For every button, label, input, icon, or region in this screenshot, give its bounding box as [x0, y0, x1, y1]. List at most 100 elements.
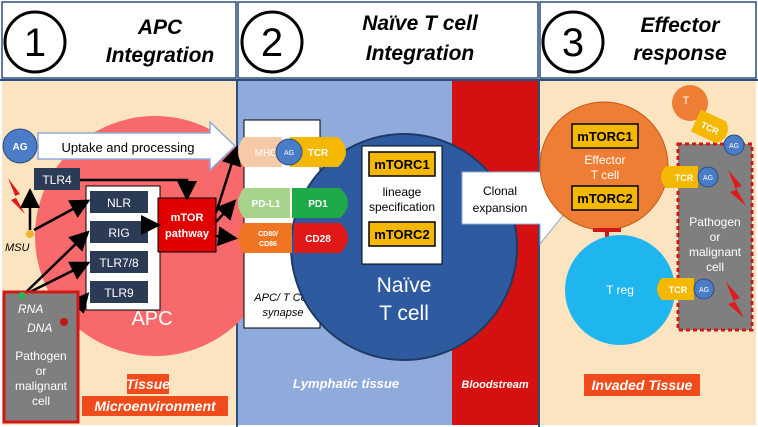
antigen-top-right-label: AG: [729, 143, 739, 150]
antigen-synapse-label: AG: [284, 150, 294, 157]
mtor-label-line2: pathway: [165, 228, 210, 240]
mhc-label: MHC: [255, 148, 278, 159]
tcr-bottom-right: [657, 278, 694, 300]
signal-arrows-panel1: [20, 145, 241, 323]
pathogen-right-line3: malignant: [689, 245, 742, 259]
panel-3-title-line2: response: [633, 42, 727, 65]
panel-2-number: 2: [240, 10, 304, 74]
apc-label: APC: [131, 308, 172, 330]
panel-3-number-text: 3: [562, 21, 584, 65]
lymphatic-label: Lymphatic tissue: [293, 376, 399, 391]
tcr-label: TCR: [308, 148, 329, 159]
rna-dot: [18, 292, 26, 300]
pd1-label: PD1: [308, 199, 328, 210]
effector-mtorc2-box: [571, 185, 639, 211]
invaded-label: Invaded Tissue: [592, 377, 693, 393]
clonal-label-line2: expansion: [473, 201, 528, 215]
antigen-middle-label: AG: [703, 175, 713, 182]
effector-label-line1: Effector: [584, 153, 625, 167]
panel-2-title-line2: Integration: [366, 42, 475, 65]
tissue-label-line2: Microenvironment: [94, 398, 217, 414]
panel-1-title-line1: APC: [137, 16, 183, 39]
lineage-line2: specification: [369, 200, 435, 214]
uptake-label: Uptake and processing: [62, 140, 195, 155]
panel-2-title-line1: Naïve T cell: [362, 12, 479, 35]
pathogen-left-line2: or: [36, 364, 47, 378]
effector-mtorc2-label: mTORC2: [577, 191, 632, 206]
pathogen-right-line1: Pathogen: [689, 215, 740, 229]
cd28-receptor: [294, 223, 348, 253]
antigen-top-right: [723, 134, 745, 156]
receptor-rig: [90, 221, 148, 243]
cd80-receptor: [238, 223, 292, 253]
tcr-bottom-label: TCR: [669, 285, 688, 295]
naive-label-line1: Naïve: [377, 274, 432, 297]
tissue-label-line1: Tissue: [126, 376, 170, 392]
dna-dot: [60, 318, 68, 326]
antigen-circle: [2, 128, 38, 164]
antigen-circle-synapse: [275, 138, 303, 166]
receptor-rig-label: RIG: [108, 226, 129, 240]
lineage-line1: lineage: [383, 185, 422, 199]
clonal-label-line1: Clonal: [483, 184, 517, 198]
pathogen-left-line1: Pathogen: [15, 349, 66, 363]
panel-3-number: 3: [541, 10, 605, 74]
effector-mtorc1-box: [571, 123, 639, 149]
tcr-top-right: TCR: [690, 109, 728, 144]
treg-label: T reg: [606, 283, 634, 297]
lightning-icon-right-1: [728, 170, 746, 206]
pathogen-left-line3: malignant: [15, 379, 68, 393]
pathogen-right-line4: cell: [706, 260, 724, 274]
antigen-bottom-label: AG: [699, 287, 709, 294]
cd80-label-line1: CD80/: [258, 231, 278, 238]
antigen-label: AG: [13, 142, 28, 153]
receptor-tlr9-label: TLR9: [104, 286, 134, 300]
tcr-middle-right: [661, 166, 698, 188]
tissue-label-bg2: [82, 396, 228, 416]
receptor-nlr-label: NLR: [107, 196, 131, 210]
tlr4-box: [34, 168, 80, 190]
tissue-label-bg1: [127, 374, 169, 394]
dna-label: DNA: [27, 321, 52, 335]
pathogen-right-line2: or: [710, 230, 721, 244]
cd80-label-line2: CD86: [259, 241, 277, 248]
antigen-bottom-right: [693, 278, 715, 300]
bloodstream-label: Bloodstream: [461, 379, 528, 391]
panel-1-number-text: 1: [24, 21, 46, 65]
panel-1-title-line2: Integration: [106, 44, 215, 67]
mtorc2-label: mTORC2: [374, 227, 429, 242]
receptor-tlr9: [90, 281, 148, 303]
pathogen-left-line4: cell: [32, 394, 50, 408]
panel-2-number-text: 2: [261, 21, 283, 65]
receptor-tlr78-label: TLR7/8: [99, 256, 139, 270]
mtorc1-label: mTORC1: [374, 157, 429, 172]
naive-label-line2: T cell: [379, 302, 429, 325]
msu-dot: [26, 230, 34, 238]
antigen-middle-right: [697, 166, 719, 188]
tcr-middle-label: TCR: [675, 173, 694, 183]
pdl1-label: PD-L1: [252, 199, 281, 210]
synapse-label-line1: APC/ T Cell: [253, 292, 312, 304]
synapse-label-line2: synapse: [263, 307, 304, 319]
mtorc2-box: [368, 221, 436, 247]
treg-cell: [565, 235, 675, 345]
mtor-label-line1: mTOR: [171, 212, 204, 224]
invaded-label-bg: [584, 374, 700, 396]
mhc-receptor: [238, 137, 282, 167]
effector-mtorc1-label: mTORC1: [577, 129, 632, 144]
cd28-label: CD28: [305, 234, 331, 245]
mtor-pathway-box: [157, 197, 217, 253]
panel-3-title-line1: Effector: [641, 14, 722, 37]
panel-1-number: 1: [3, 10, 67, 74]
mtorc1-box: [368, 151, 436, 177]
lightning-icon-right-2: [726, 282, 744, 318]
receptor-nlr: [90, 191, 148, 213]
tlr4-label: TLR4: [42, 173, 72, 187]
effector-label-line2: T cell: [591, 168, 619, 182]
small-t-cell: [672, 85, 708, 121]
pathogen-cell-left: [2, 290, 80, 424]
rna-label: RNA: [18, 302, 43, 316]
small-t-label: T: [683, 95, 690, 107]
msu-label: MSU: [5, 242, 30, 254]
